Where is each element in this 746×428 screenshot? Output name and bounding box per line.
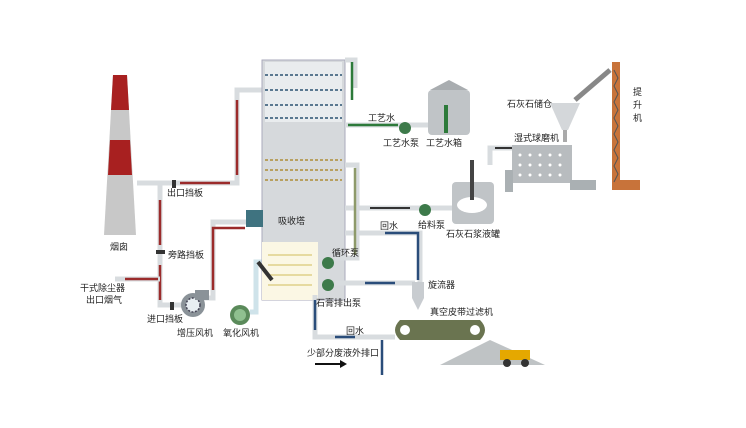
chimney bbox=[104, 75, 136, 235]
label-limestone-silo: 石灰石储仓 bbox=[507, 98, 552, 110]
circulation-pump-icon bbox=[322, 257, 334, 269]
label-elevator-3: 机 bbox=[633, 112, 642, 124]
label-outlet-damper: 出口挡板 bbox=[167, 187, 203, 199]
bypass-damper-icon bbox=[156, 250, 165, 254]
label-waste-outlet: 少部分废液外排口 bbox=[307, 347, 379, 359]
label-return-water-1: 回水 bbox=[380, 220, 398, 232]
label-gypsum-pump: 石膏排出泵 bbox=[316, 297, 361, 309]
limestone-slurry-tank bbox=[345, 160, 494, 282]
cyclone-icon bbox=[412, 282, 424, 310]
label-process-water-pump: 工艺水泵 bbox=[383, 137, 419, 149]
label-return-water-2: 回水 bbox=[346, 325, 364, 337]
label-elevator-1: 提 bbox=[633, 87, 642, 98]
booster-fan-icon bbox=[181, 290, 209, 317]
label-process-water-tank: 工艺水箱 bbox=[426, 137, 462, 149]
truck-icon bbox=[500, 350, 530, 367]
ball-mill bbox=[487, 145, 596, 192]
label-bypass-damper: 旁路挡板 bbox=[168, 249, 204, 261]
label-chimney: 烟囱 bbox=[110, 241, 128, 253]
label-slurry-tank: 石灰石浆液罐 bbox=[446, 228, 500, 240]
label-feed-pump: 给料泵 bbox=[418, 219, 445, 231]
process-water-system bbox=[345, 57, 470, 135]
label-cyclone: 旋流器 bbox=[428, 279, 455, 291]
arrow-icon bbox=[340, 360, 347, 368]
label-flue-gas: 出口烟气 bbox=[86, 294, 122, 306]
limestone-silo-elevator bbox=[550, 62, 640, 190]
label-ball-mill: 湿式球磨机 bbox=[514, 132, 559, 144]
label-absorber: 吸收塔 bbox=[278, 215, 305, 227]
label-dust-collector: 干式除尘器 bbox=[80, 282, 125, 294]
label-elevator-2: 升 bbox=[633, 100, 642, 111]
oxidation-fan-icon bbox=[230, 259, 262, 325]
label-oxidation-fan: 氧化风机 bbox=[223, 327, 259, 339]
label-belt-filter: 真空皮带过滤机 bbox=[430, 306, 493, 318]
gypsum-system bbox=[312, 162, 545, 375]
outlet-damper-icon bbox=[172, 180, 176, 188]
label-circulation-pump: 循环泵 bbox=[332, 247, 359, 259]
belt-filter-icon bbox=[395, 320, 485, 340]
absorber-tower bbox=[246, 59, 346, 301]
feed-pump-icon bbox=[419, 204, 431, 216]
gypsum-pump-icon bbox=[322, 279, 334, 291]
agitator-icon bbox=[256, 260, 274, 282]
flue-gas-pipes bbox=[115, 87, 262, 310]
label-booster-fan: 增压风机 bbox=[177, 327, 213, 339]
label-process-water: 工艺水 bbox=[368, 112, 395, 124]
process-water-pump-icon bbox=[399, 122, 411, 134]
inlet-damper-icon bbox=[170, 302, 174, 310]
label-inlet-damper: 进口挡板 bbox=[147, 313, 183, 325]
